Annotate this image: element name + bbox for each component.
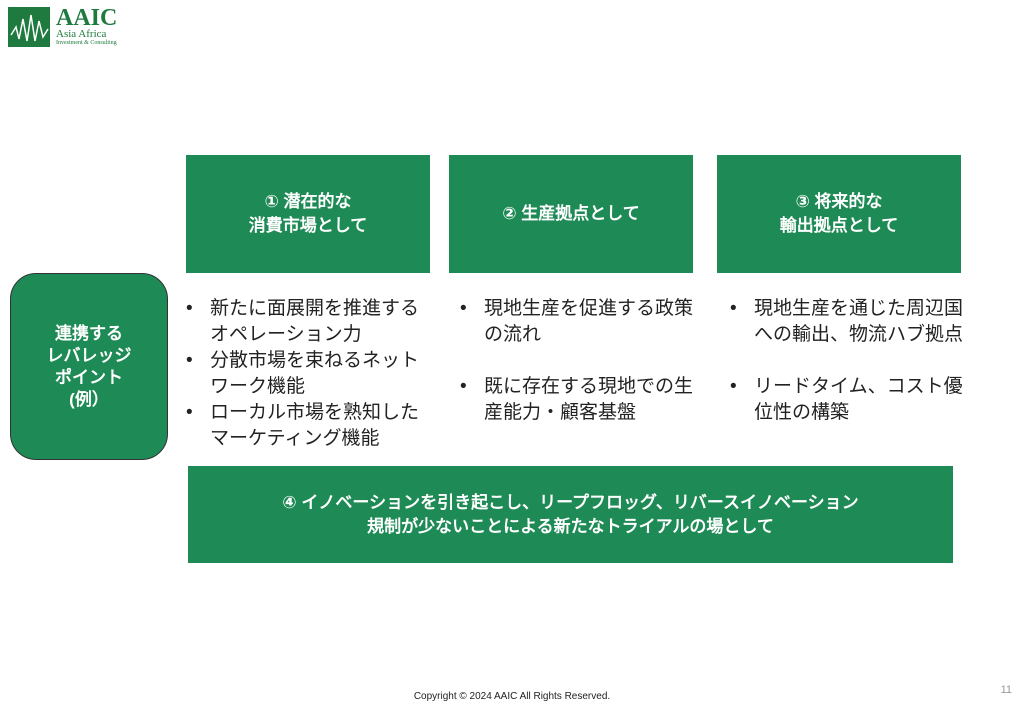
page-number: 11 xyxy=(1000,684,1012,696)
innovation-box: ④ イノベーションを引き起こし、リープフロッグ、リバースイノベーション 規制が少… xyxy=(188,466,953,563)
header-production-base: ② 生産拠点として xyxy=(449,155,693,273)
logo-line1: Asia Africa xyxy=(56,28,107,40)
logo-wave-icon xyxy=(8,7,50,47)
header-consumer-market: ① 潜在的な 消費市場として xyxy=(186,155,430,273)
list-item: 現地生産を通じた周辺国への輸出、物流ハブ拠点 xyxy=(730,296,974,348)
bullet-list-production: 現地生産を促進する政策の流れ 既に存在する現地での生産能力・顧客基盤 xyxy=(460,296,704,426)
leverage-points-box: 連携する レバレッジ ポイント (例） xyxy=(10,273,168,460)
copyright: Copyright © 2024 AAIC All Rights Reserve… xyxy=(413,691,611,702)
bullet-list-consumer: 新たに面展開を推進するオペレーション力 分散市場を束ねるネットワーク機能 ローカ… xyxy=(186,296,430,452)
logo-name: AAIC xyxy=(56,5,118,31)
bullet-list-export: 現地生産を通じた周辺国への輸出、物流ハブ拠点 リードタイム、コスト優位性の構築 xyxy=(730,296,974,426)
aaic-logo: AAIC Asia Africa Investment & Consulting xyxy=(8,5,118,47)
list-item: ローカル市場を熟知したマーケティング機能 xyxy=(186,400,430,452)
list-item: 分散市場を束ねるネットワーク機能 xyxy=(186,348,430,400)
list-item: 既に存在する現地での生産能力・顧客基盤 xyxy=(460,374,704,426)
list-item: 新たに面展開を推進するオペレーション力 xyxy=(186,296,430,348)
header-export-base: ③ 将来的な 輸出拠点として xyxy=(717,155,961,273)
list-item: 現地生産を促進する政策の流れ xyxy=(460,296,704,348)
logo-line2: Investment & Consulting xyxy=(56,40,117,46)
list-item: リードタイム、コスト優位性の構築 xyxy=(730,374,974,426)
